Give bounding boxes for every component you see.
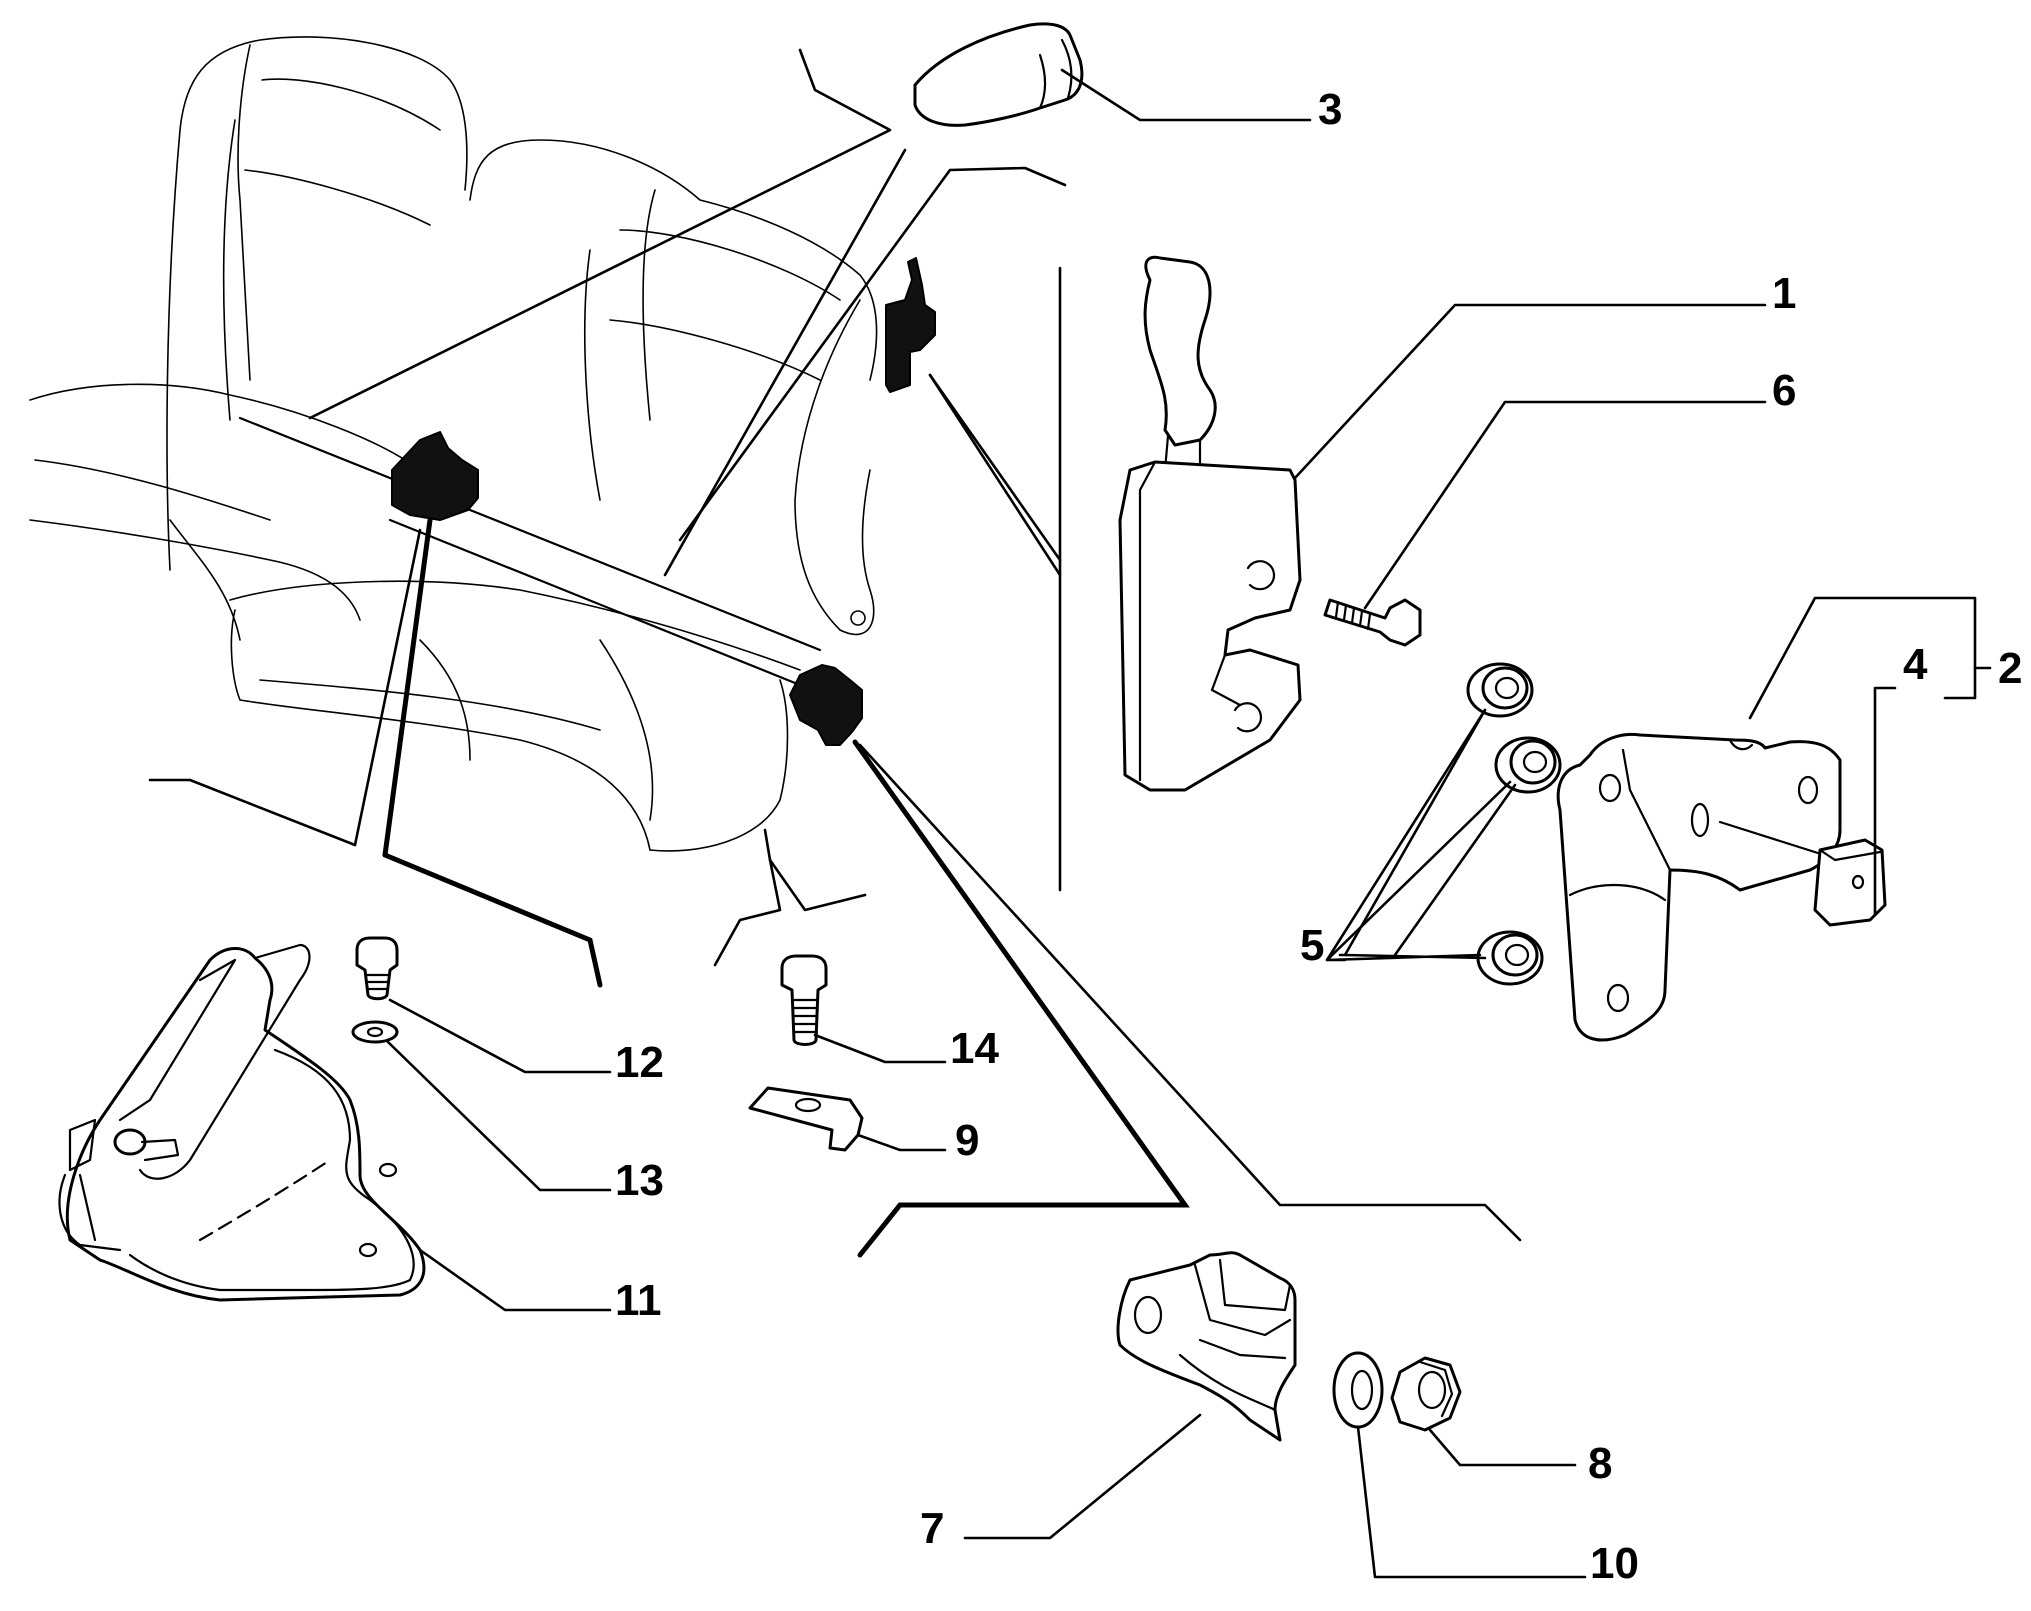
callout-7: 7 bbox=[920, 1504, 944, 1553]
seat-latch-part-1 bbox=[1118, 255, 1302, 792]
seat-hardware-markers bbox=[391, 257, 936, 746]
clip-nut-part-9 bbox=[748, 1086, 864, 1152]
screw-part-6 bbox=[1323, 598, 1422, 647]
callout-6: 6 bbox=[1772, 366, 1796, 415]
hinge-bracket-part-11 bbox=[58, 943, 426, 1302]
washer-part-13 bbox=[351, 1020, 399, 1044]
callout-11: 11 bbox=[615, 1276, 662, 1325]
rear-seat-outline bbox=[29, 36, 878, 852]
flange-nuts-part-5 bbox=[1466, 662, 1562, 986]
callout-9: 9 bbox=[955, 1116, 979, 1165]
washer-part-10 bbox=[1332, 1351, 1384, 1429]
bracket-part-2 bbox=[1556, 732, 1842, 1042]
callout-8: 8 bbox=[1588, 1439, 1612, 1488]
callout-10: 10 bbox=[1590, 1539, 1639, 1588]
striker-part-7 bbox=[1116, 1251, 1297, 1442]
callout-labels: 1 2 3 4 5 6 7 8 9 10 11 12 13 14 bbox=[615, 85, 2022, 1588]
callout-4: 4 bbox=[1903, 640, 1928, 689]
hex-nut-part-8 bbox=[1390, 1356, 1462, 1432]
callout-leaders bbox=[386, 68, 1992, 1579]
pad-part-4 bbox=[1813, 838, 1887, 927]
screw-part-12 bbox=[355, 936, 399, 1001]
callout-12: 12 bbox=[615, 1038, 664, 1087]
callout-2: 2 bbox=[1998, 644, 2022, 693]
callout-3: 3 bbox=[1318, 85, 1342, 134]
callout-13: 13 bbox=[615, 1156, 664, 1205]
screw-part-14 bbox=[780, 954, 828, 1046]
callout-1: 1 bbox=[1772, 269, 1796, 318]
strap-part-3 bbox=[913, 22, 1084, 127]
callout-5: 5 bbox=[1300, 921, 1324, 970]
callout-14: 14 bbox=[950, 1024, 999, 1073]
locator-leaders bbox=[148, 48, 1522, 1258]
